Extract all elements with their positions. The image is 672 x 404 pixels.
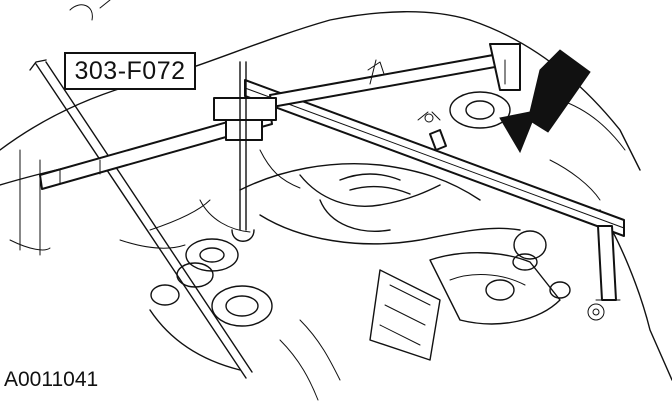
hood-prop-rod [29, 59, 253, 379]
engine-support-beam [244, 79, 625, 237]
front-cross-bar [39, 109, 273, 190]
wing-nut-icon [417, 111, 441, 123]
hoses [119, 149, 301, 249]
figure-id: A0011041 [4, 368, 99, 391]
tool-number-label: 303-F072 [64, 52, 196, 90]
lifting-hook-bracket [213, 61, 277, 242]
left-components [149, 199, 341, 401]
right-support-leg [595, 225, 621, 301]
right-components [485, 159, 601, 301]
rear-cross-bar [269, 43, 521, 108]
pointer-arrow-icon [499, 49, 591, 154]
intake-manifold [239, 163, 561, 361]
